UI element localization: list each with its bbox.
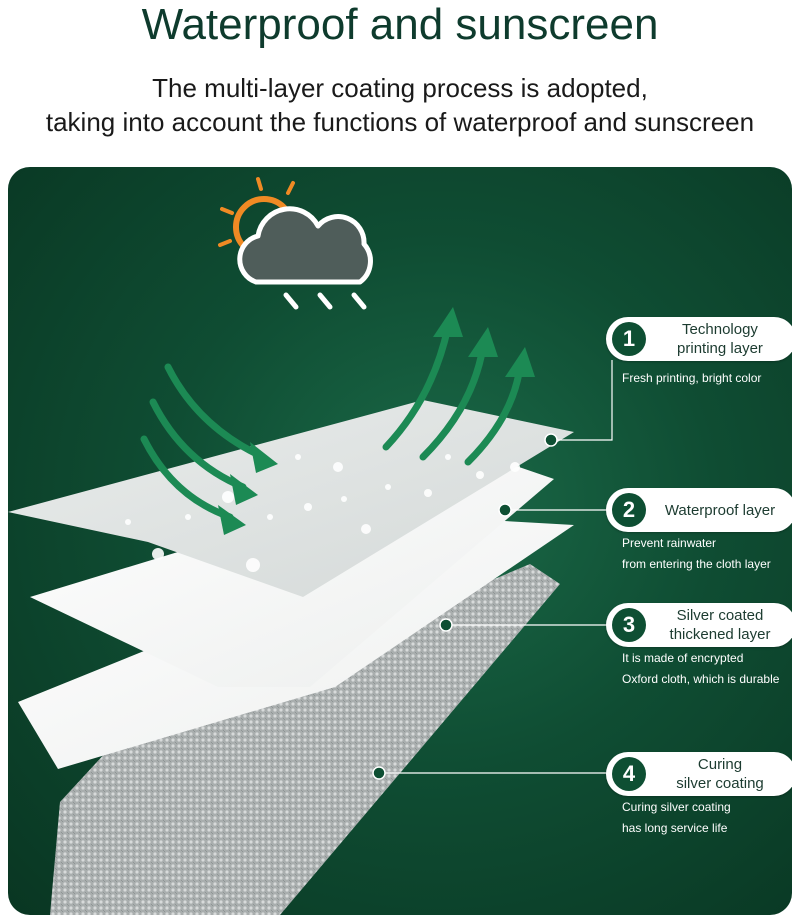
deflected-rain-arrows	[382, 323, 524, 466]
layer-name-line-1: Curing	[697, 756, 743, 773]
layer-4-pill: 4 Curing silver coating	[606, 752, 792, 796]
layer-2-pill: 2 Waterproof layer	[606, 488, 792, 532]
layer-name: Waterproof layer	[650, 488, 790, 532]
subtitle-line-1: The multi-layer coating process is adopt…	[152, 73, 648, 103]
layer-illustration	[8, 177, 613, 915]
arrow-head-icon	[505, 347, 535, 377]
arrow-head-icon	[433, 307, 463, 337]
layer-description-line-1: Prevent rainwater	[622, 536, 717, 550]
layer-2-marker	[498, 503, 512, 517]
layer-name: Curing silver coating	[650, 752, 790, 796]
layer-diagram-panel: 1 Technology printing layer Fresh printi…	[8, 167, 792, 915]
subtitle-line-2: taking into account the functions of wat…	[45, 107, 755, 137]
layer-1-pill: 1 Technology printing layer	[606, 317, 792, 361]
layer-description-line-2: has long service life	[622, 821, 728, 835]
layer-3-marker	[439, 618, 453, 632]
layer-name: Technology printing layer	[650, 317, 790, 361]
page-title: Waterproof and sunscreen	[141, 0, 659, 49]
layer-name-line-1: Waterproof layer	[664, 501, 776, 519]
layer-4-marker	[372, 766, 386, 780]
layer-description-line-1: Curing silver coating	[622, 800, 731, 814]
arrow-head-icon	[468, 327, 498, 357]
callout-leader-lines	[379, 360, 613, 774]
layer-name: Silver coated thickened layer	[650, 603, 790, 647]
incoming-rain-arrows	[140, 363, 267, 521]
layer-name-line-2: silver coating	[676, 775, 764, 792]
layer-name-line-2: thickened layer	[669, 626, 771, 643]
layer-1-marker	[544, 433, 558, 447]
layer-description: Fresh printing, bright color	[622, 368, 792, 389]
layer-description-line-1: It is made of encrypted	[622, 651, 744, 665]
layer-number-badge: 4	[612, 757, 646, 791]
layer-number-badge: 1	[612, 322, 646, 356]
layer-description-line-1: Fresh printing, bright color	[622, 371, 762, 385]
layer-name-line-1: Silver coated	[676, 607, 764, 624]
layer-description-line-2: Oxford cloth, which is durable	[622, 672, 780, 686]
sun-behind-rain-cloud-icon	[218, 177, 373, 310]
layer-number-badge: 2	[612, 493, 646, 527]
arrow-head-icon	[250, 442, 278, 473]
layer-description: It is made of encrypted Oxford cloth, wh…	[622, 648, 792, 690]
layer-3-pill: 3 Silver coated thickened layer	[606, 603, 792, 647]
layer-number-badge: 3	[612, 608, 646, 642]
layer-name-line-1: Technology	[682, 321, 758, 338]
layer-description: Curing silver coating has long service l…	[622, 797, 792, 839]
layer-name-line-2: printing layer	[677, 340, 763, 357]
layer-description: Prevent rainwater from entering the clot…	[622, 533, 792, 575]
arrow-head-icon	[218, 505, 246, 535]
arrow-head-icon	[230, 474, 258, 505]
curing-silver-coating-sheet	[50, 564, 560, 915]
layer-description-line-2: from entering the cloth layer	[622, 557, 771, 571]
water-droplets	[125, 454, 520, 572]
